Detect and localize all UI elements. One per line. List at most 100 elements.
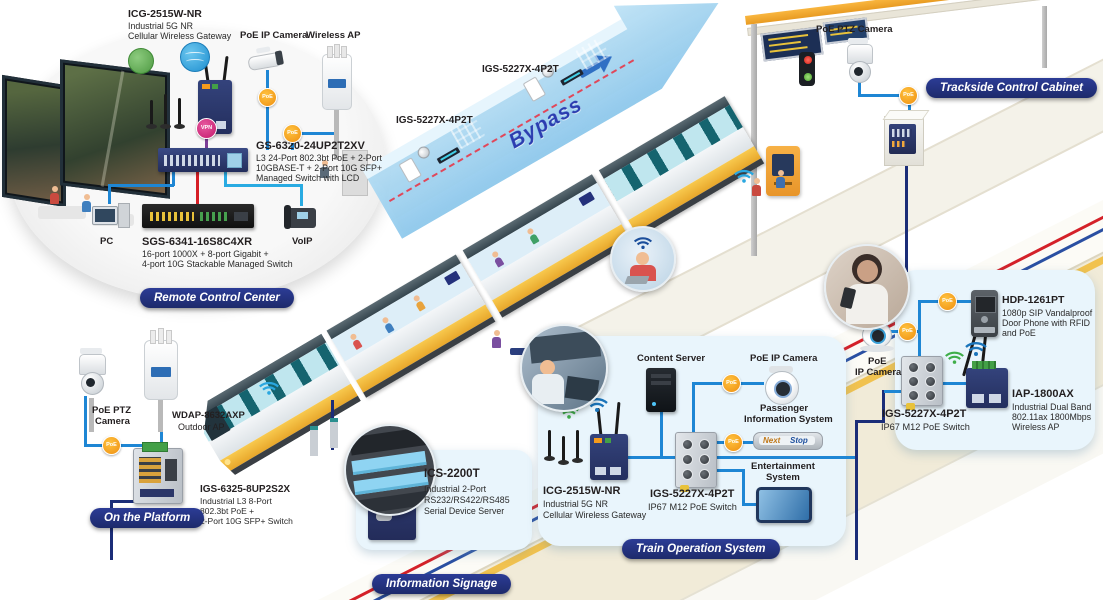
antenna bbox=[562, 436, 565, 462]
poe-badge-icon: PoE bbox=[258, 88, 277, 107]
antenna-base bbox=[558, 460, 569, 465]
platform-outdoor-ap bbox=[144, 328, 178, 400]
poe-badge-icon: PoE bbox=[938, 292, 957, 311]
video-wall-monitor bbox=[60, 59, 170, 199]
top-poe-camera-label: PoE IP Camera bbox=[750, 353, 818, 364]
train-operation-system-badge: Train Operation System bbox=[622, 539, 780, 559]
pis-label2: Information System bbox=[744, 414, 833, 425]
m12-switch-device bbox=[901, 356, 943, 410]
onboard-switch-label: IGS-5227X-4P2T bbox=[396, 115, 473, 126]
cc-camera-label: PoE IP Camera bbox=[240, 30, 308, 41]
platform-ptz-camera bbox=[78, 348, 106, 400]
onboard-switch-label: IGS-5227X-4P2T bbox=[482, 64, 559, 75]
passenger-wifi-inset bbox=[610, 226, 676, 292]
door-phone-model: HDP-1261PT bbox=[1002, 294, 1065, 306]
seated-person bbox=[492, 330, 501, 348]
entertainment-tablet bbox=[756, 487, 812, 523]
cc-gateway-desc2: Cellular Wireless Gateway bbox=[128, 31, 232, 41]
train-car-front bbox=[190, 334, 361, 478]
wifi-icon-green bbox=[944, 348, 965, 364]
right-ap-desc3: Wireless AP bbox=[1012, 422, 1060, 432]
wifi-icon bbox=[258, 378, 280, 395]
internet-globe-icon bbox=[180, 42, 210, 72]
antenna bbox=[150, 100, 153, 126]
poe-badge-icon: PoE bbox=[898, 322, 917, 341]
agg-switch-device bbox=[142, 204, 254, 228]
trackside-cabinet bbox=[882, 110, 930, 166]
platform-switch-desc1: Industrial L3 8-Port bbox=[200, 496, 272, 506]
ap-pole bbox=[334, 108, 339, 160]
door-phone-desc1: 1080p SIP Vandalproof bbox=[1002, 308, 1093, 318]
right-switch-desc: IP67 M12 PoE Switch bbox=[881, 422, 970, 432]
poe-badge-icon: PoE bbox=[899, 86, 918, 105]
antenna bbox=[164, 94, 167, 126]
poe-badge-icon: PoE bbox=[283, 124, 302, 143]
door-phone-desc3: and PoE bbox=[1002, 328, 1036, 338]
operator-person bbox=[50, 186, 59, 204]
platform-person bbox=[752, 178, 761, 196]
poe-badge-icon: PoE bbox=[102, 436, 121, 455]
platform-ap-desc: Outdoor AP bbox=[178, 422, 225, 432]
pis-label1: Passenger bbox=[760, 403, 809, 414]
core-switch-desc3: Managed Switch with LCD bbox=[256, 173, 360, 183]
op-switch-desc: IP67 M12 PoE Switch bbox=[648, 502, 737, 512]
cellular-gateway-device bbox=[590, 434, 628, 480]
industrial-ap-device bbox=[966, 361, 1008, 408]
cabinet-shelf bbox=[342, 150, 368, 196]
entertainment-label2: System bbox=[766, 472, 800, 483]
platform-camera-label2: Camera bbox=[95, 416, 130, 427]
platform-ap-model: WDAP-8632AXP bbox=[172, 410, 245, 421]
operator-person bbox=[320, 160, 329, 178]
antenna-base bbox=[160, 124, 171, 129]
voip-phone bbox=[284, 205, 316, 229]
next-stop-word1: Next bbox=[763, 436, 781, 445]
passenger-photo-inset bbox=[824, 244, 910, 330]
outdoor-ap-device bbox=[322, 44, 352, 110]
antenna-base bbox=[146, 124, 157, 129]
gantry-pole bbox=[1042, 6, 1047, 68]
agg-switch-desc2: 4-port 10G Stackable Managed Switch bbox=[142, 259, 293, 269]
pc-label: PC bbox=[100, 236, 114, 247]
cc-ap-label: Wireless AP bbox=[306, 30, 361, 41]
dome-camera bbox=[762, 366, 800, 405]
ics-model: ICS-2200T bbox=[424, 468, 480, 480]
platform-camera-label1: PoE PTZ bbox=[92, 405, 132, 416]
core-switch-model: GS-6320-24UP2T2XV bbox=[256, 140, 365, 152]
right-camera-label2: IP Camera bbox=[855, 367, 902, 378]
m12-switch-device bbox=[675, 432, 717, 492]
traffic-light bbox=[799, 52, 815, 86]
ics-desc2: RS232/RS422/RS485 bbox=[424, 495, 510, 505]
vpn-badge-icon: VPN bbox=[196, 118, 217, 139]
next-stop-sign: Next Stop bbox=[753, 432, 823, 450]
op-switch-model: IGS-5227X-4P2T bbox=[650, 488, 735, 500]
next-stop-word2: Stop bbox=[790, 436, 808, 445]
voip-label: VoIP bbox=[292, 236, 313, 247]
right-camera-label1: PoE bbox=[868, 356, 887, 367]
right-ap-model: IAP-1800AX bbox=[1012, 388, 1074, 400]
op-gateway-desc2: Cellular Wireless Gateway bbox=[543, 510, 647, 520]
on-the-platform-badge: On the Platform bbox=[90, 508, 205, 528]
pc-tower bbox=[118, 203, 130, 228]
poe-badge-icon: PoE bbox=[724, 433, 743, 452]
right-switch-model: IGS-5227X-4P2T bbox=[882, 408, 967, 420]
antenna bbox=[548, 430, 551, 458]
antenna-base bbox=[544, 456, 555, 461]
ics-desc3: Serial Device Server bbox=[424, 506, 505, 516]
agg-switch-desc1: 16-port 1000X + 8-port Gigabit + bbox=[142, 249, 269, 259]
op-gateway-model: ICG-2515W-NR bbox=[543, 485, 621, 497]
gate-post bbox=[330, 418, 338, 448]
driver-photo-inset bbox=[520, 324, 608, 412]
right-ap-desc2: 802.11ax 1800Mbps bbox=[1012, 412, 1092, 422]
turret-camera bbox=[860, 322, 894, 354]
agg-switch-model: SGS-6341-16S8C4XR bbox=[142, 236, 253, 248]
remote-control-center-badge: Remote Control Center bbox=[140, 288, 294, 308]
gps-globe-icon bbox=[128, 48, 154, 74]
antenna bbox=[178, 98, 181, 126]
platform-person bbox=[776, 170, 785, 188]
platform-switch-desc2: 802.3bt PoE + bbox=[200, 506, 255, 516]
operator-desk bbox=[38, 206, 86, 219]
pc-monitor bbox=[92, 206, 118, 225]
core-switch-desc2: 10GBASE-T + 2-Port 10G SFP+ bbox=[256, 163, 382, 173]
onboard-ap-icon bbox=[398, 157, 421, 183]
entertainment-label1: Entertainment bbox=[751, 461, 815, 472]
